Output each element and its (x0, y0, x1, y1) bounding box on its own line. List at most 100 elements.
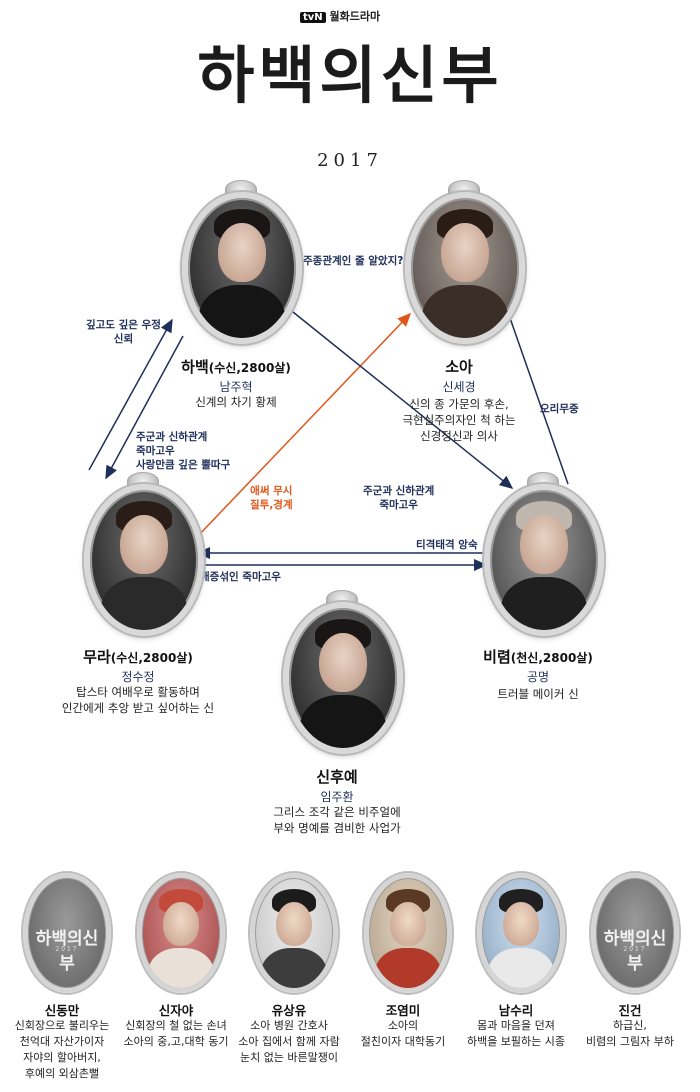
actor-soa: 신세경 (442, 380, 476, 394)
placeholder-logo-icon: 하백의신부 (35, 929, 99, 975)
desc-line: 신경정신과 의사 (420, 429, 498, 443)
body-shape (500, 576, 588, 630)
desc-line: 신계의 차기 황제 (195, 395, 277, 409)
face-shape (276, 902, 312, 947)
portrait-shin-jaya (137, 873, 225, 993)
face-shape (441, 223, 489, 282)
rel-soa-biryeom: 오리무중 (540, 403, 579, 415)
desc-biryeom: 트러블 메이커 신 (468, 686, 608, 702)
desc-line: 천억대 자산가이자 (19, 1035, 105, 1048)
rel-habaek-biryeom: 주군과 신하관계 죽마고우 (363, 484, 434, 512)
desc-line: 신회장으로 불리우는 (14, 1019, 110, 1032)
desc-line: 소아 집에서 함께 자람 (238, 1035, 340, 1048)
desc-line: 인간에게 추앙 받고 싶어하는 신 (61, 701, 215, 715)
face-shape (520, 515, 568, 574)
character-name: 무라 (83, 648, 111, 666)
desc-line: 트러블 메이커 신 (497, 687, 579, 701)
desc-habaek: 신계의 차기 황제 (146, 394, 326, 410)
desc-line: 탑스타 여배우로 활동하며 (76, 685, 200, 699)
desc-line: 신회장의 철 없는 손녀 (125, 1019, 227, 1032)
portrait-shin-hooye (283, 602, 403, 754)
minor-desc-jo-yeommi: 소아의 절친이자 대학동기 (343, 1018, 463, 1050)
drama-title: 하백의신부 (197, 39, 503, 112)
rel-line: 죽마고우 (379, 499, 418, 511)
rel-biryeom-mura: 티격태격 앙숙 (416, 539, 478, 551)
desc-line: 소아의 중,고,대학 동기 (123, 1035, 229, 1048)
character-tag: (천신,2800살) (510, 651, 593, 665)
face-shape (390, 902, 426, 947)
minor-name-jingeon: 진건 (618, 1003, 642, 1018)
body-shape (375, 948, 441, 988)
character-tag: (수신,2800살) (110, 651, 193, 665)
line-mura-soa (195, 312, 412, 539)
portrait-biryeom (484, 484, 604, 636)
placeholder-logo-icon: 하백의신부 (603, 929, 667, 975)
desc-mura: 탑스타 여배우로 활동하며 인간에게 추앙 받고 싶어하는 신 (33, 684, 243, 716)
rel-line: 신뢰 (113, 333, 134, 345)
portrait-yu-sangyu (250, 873, 338, 993)
portrait-jingeon: 하백의신부 2017 (591, 873, 679, 993)
character-name: 소아 (445, 358, 473, 376)
face-shape (163, 902, 199, 947)
desc-line: 눈치 없는 바른말쟁이 (239, 1051, 339, 1064)
line-habaek-biryeom (292, 311, 514, 489)
face-shape (218, 223, 266, 282)
name-shin-hooye: 신후예 (267, 766, 407, 787)
body-shape (100, 576, 188, 630)
placeholder-year: 2017 (623, 946, 647, 954)
rel-mura-habaek: 깊고도 깊은 우정 신뢰 (86, 318, 161, 346)
character-name: 비렴 (483, 648, 511, 666)
rel-mura-biryeom: 애증섞인 죽마고우 (200, 571, 281, 583)
body-shape (488, 948, 554, 988)
portrait-shin-dongman: 하백의신부 2017 (23, 873, 111, 993)
portrait-jo-yeommi (364, 873, 452, 993)
rel-habaek-mura: 주군과 신하관계 죽마고우 사랑만큼 깊은 뿔따구 (136, 430, 230, 472)
body-shape (261, 948, 327, 988)
placeholder-year: 2017 (55, 946, 79, 954)
actor-habaek: 남주혁 (219, 380, 253, 394)
body-shape (421, 284, 509, 338)
portrait-habaek (182, 192, 302, 344)
network-badge: tvN 월화드라마 (300, 8, 380, 24)
desc-line: 몸과 마음을 던져 (477, 1019, 555, 1032)
minor-name-shin-dongman: 신동만 (44, 1003, 80, 1018)
name-soa: 소아 (389, 356, 529, 377)
portrait-nam-suri (477, 873, 565, 993)
desc-line: 절친이자 대학동기 (360, 1035, 446, 1048)
name-habaek: 하백(수신,2800살) (166, 356, 306, 377)
rel-line: 질투,경계 (250, 499, 293, 511)
desc-line: 후예의 외삼촌뻘 (24, 1067, 100, 1080)
portrait-soa (405, 192, 525, 344)
minor-desc-shin-dongman: 신회장으로 불리우는 천억대 자산가이자 자야의 할아버지, 후예의 외삼촌뻘 (2, 1018, 122, 1082)
rel-line: 깊고도 깊은 우정 (86, 319, 161, 331)
line-mura-habaek (88, 318, 173, 471)
desc-soa: 신의 종 가문의 후손, 극현실주의자인 척 하는 신경정신과 의사 (379, 396, 539, 444)
desc-line: 자야의 할아버지, (23, 1051, 101, 1064)
character-name: 신후예 (316, 768, 358, 786)
desc-line: 소아의 (387, 1019, 419, 1032)
face-shape (120, 515, 168, 574)
body-shape (198, 284, 286, 338)
rel-line: 주군과 신하관계 (136, 431, 208, 443)
actor-mura: 정수정 (121, 670, 155, 684)
desc-line: 부와 명예를 겸비한 사업가 (273, 821, 401, 835)
desc-line: 하급신, (613, 1019, 647, 1032)
name-mura: 무라(수신,2800살) (68, 646, 208, 667)
desc-line: 비렴의 그림자 부하 (586, 1035, 674, 1048)
minor-name-shin-jaya: 신자야 (158, 1003, 194, 1018)
actor-biryeom: 공명 (526, 670, 550, 684)
body-shape (299, 694, 387, 748)
rel-mura-soa: 애써 무시 질투,경계 (250, 484, 293, 512)
rel-line: 애써 무시 (250, 485, 293, 497)
character-tag: (수신,2800살) (208, 361, 291, 375)
name-biryeom: 비렴(천신,2800살) (468, 646, 608, 667)
desc-line: 극현실주의자인 척 하는 (402, 413, 516, 427)
desc-line: 소아 병원 간호사 (250, 1019, 328, 1032)
drama-type: 월화드라마 (329, 10, 381, 23)
drama-year: 2017 (317, 150, 383, 171)
character-name: 하백 (181, 358, 209, 376)
rel-line: 사랑만큼 깊은 뿔따구 (136, 459, 231, 471)
minor-desc-nam-suri: 몸과 마음을 던져 하백을 보필하는 시종 (450, 1018, 582, 1050)
desc-line: 신의 종 가문의 후손, (409, 397, 509, 411)
